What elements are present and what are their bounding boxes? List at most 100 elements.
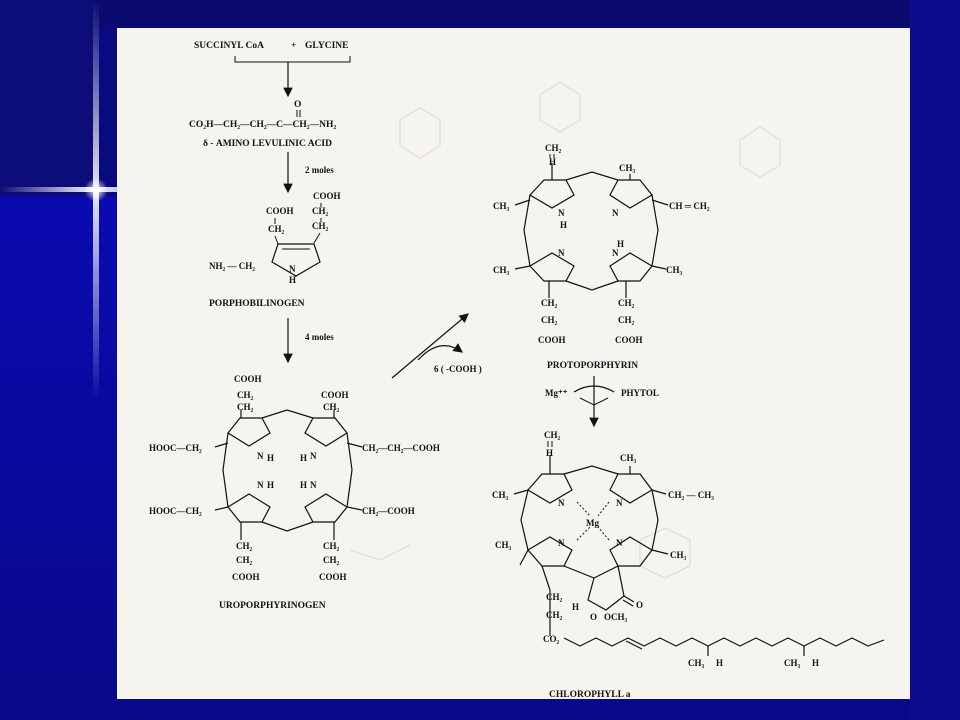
uro-ch2-1: CH₂ xyxy=(237,390,254,400)
proto-ch3-left-lower: CH₃ xyxy=(493,265,510,275)
step-4-moles: 4 moles xyxy=(305,332,334,342)
uro-n-4: N xyxy=(310,480,317,490)
chl-ch3-top: CH₃ xyxy=(620,453,637,463)
uro-ch2-4: CH₂ xyxy=(236,541,253,551)
chl-phytol-h-1: H xyxy=(716,658,723,668)
chl-n-3: N xyxy=(558,538,565,548)
chl-phytol-ch3-1: CH₃ xyxy=(688,658,705,668)
chl-n-2: N xyxy=(616,498,623,508)
proto-n-2: N xyxy=(612,208,619,218)
proto-ch3-right-lower: CH₃ xyxy=(666,265,683,275)
chl-ch3-left: CH₃ xyxy=(492,490,509,500)
proto-vinyl-ch2: CH₂ xyxy=(545,143,562,153)
chl-vinyl-ch2: CH₂ xyxy=(544,430,561,440)
decarboxylation-label: 6 ( -COOH ) xyxy=(434,364,482,374)
chl-phytol-h-2: H xyxy=(812,658,819,668)
proto-ch2-3: CH₂ xyxy=(618,298,635,308)
decarboxylation-step: 6 ( -COOH ) xyxy=(391,313,482,379)
pbg-ch2-right-lower: CH₂ xyxy=(312,221,329,231)
proto-n-4: N xyxy=(612,248,619,258)
proto-n-1: N xyxy=(558,208,565,218)
succinyl-coa-label: SUCCINYL CoA xyxy=(194,41,264,51)
uro-cooh-3: COOH xyxy=(232,572,260,582)
chlorophyll-structure xyxy=(513,455,885,656)
pbg-nitrogen: N xyxy=(289,264,296,274)
uro-n-1: N xyxy=(257,451,264,461)
chl-ch2-2: CH₂ xyxy=(546,610,563,620)
chl-n-1: N xyxy=(558,498,565,508)
plus-sign: + xyxy=(291,41,296,51)
chlorophyll-labels: CH₂ H CH₃ CH₃ CH₂ — CH₃ N N Mg N N CH₃ C… xyxy=(492,430,819,699)
chl-phytol-ch3-2: CH₃ xyxy=(784,658,801,668)
proto-nh-2: H xyxy=(617,239,624,249)
proto-ch3-top: CH₃ xyxy=(619,163,636,173)
chlorophyll-biosynthesis-diagram: SUCCINYL CoA + GLYCINE O CO₂H—CH₂—CH₂—C—… xyxy=(149,41,885,699)
uro-h-1: H xyxy=(267,453,274,463)
proto-n-3: N xyxy=(558,248,565,258)
proto-vinyl-right: CH ═ CH₂ xyxy=(669,201,710,211)
uro-cooh-4: COOH xyxy=(319,572,347,582)
chl-h-c10: H xyxy=(572,602,579,612)
protoporphyrin-labels: CH₂ H CH₃ CH₃ CH ═ CH₂ N H N N N H CH₃ C… xyxy=(493,143,710,371)
chl-ch2-1: CH₂ xyxy=(546,592,563,602)
uro-h-2: H xyxy=(300,453,307,463)
pbg-nh-hydrogen: H xyxy=(289,275,296,285)
glycine-label: GLYCINE xyxy=(305,41,348,51)
uro-h-4: H xyxy=(300,480,307,490)
pbg-cooh-right: COOH xyxy=(313,191,341,201)
chlorophyll-name: CHLOROPHYLL a xyxy=(549,690,631,699)
pbg-ch2-left: CH₂ xyxy=(268,224,285,234)
uroporphyrinogen-structure xyxy=(214,409,363,540)
scanned-page: SUCCINYL CoA + GLYCINE O CO₂H—CH₂—CH₂—C—… xyxy=(117,28,910,699)
uro-cooh-1: COOH xyxy=(234,374,262,384)
uro-hooc-ch2-lower: HOOC—CH₂ xyxy=(149,506,202,516)
chl-ester-och3: OCH₃ xyxy=(604,612,628,622)
proto-nh-1: H xyxy=(560,220,567,230)
uro-ch2-5: CH₂ xyxy=(236,555,253,565)
chl-mg-center: Mg xyxy=(586,518,599,528)
uro-ch2-6: CH₂ xyxy=(323,541,340,551)
proto-ch2-4: CH₂ xyxy=(618,315,635,325)
pbg-cooh-left: COOH xyxy=(266,206,294,216)
lens-flare-horizontal xyxy=(0,187,230,192)
substrates-line: SUCCINYL CoA + GLYCINE xyxy=(194,41,351,63)
uroporphyrinogen-name: UROPORPHYRINOGEN xyxy=(219,601,326,611)
porphobilinogen-structure: COOH COOH CH₂ CH₂ CH₂ NH₂ — CH₂ N H PORP… xyxy=(209,191,341,309)
lens-flare-star xyxy=(84,178,108,202)
chl-ethyl: CH₂ — CH₃ xyxy=(668,490,714,500)
proto-ch3-left-upper: CH₃ xyxy=(493,201,510,211)
uro-n-3: N xyxy=(257,480,264,490)
slide-right-margin xyxy=(910,0,960,720)
chl-vinyl-ch: H xyxy=(546,448,553,458)
proto-cooh-2: COOH xyxy=(615,335,643,345)
uro-ch2-cooh: CH₂—COOH xyxy=(362,506,415,516)
proto-cooh-1: COOH xyxy=(538,335,566,345)
step-2-moles: 2 moles xyxy=(305,165,334,175)
ala-structure: O CO₂H—CH₂—CH₂—C—CH₂—NH₂ δ - AMINO LEVUL… xyxy=(189,100,336,149)
porphobilinogen-name: PORPHOBILINOGEN xyxy=(209,299,305,309)
uro-ch2-2: CH₂ xyxy=(237,402,254,412)
uro-n-2: N xyxy=(310,451,317,461)
uroporphyrinogen-labels: COOH CH₂ CH₂ COOH CH₂ HOOC—CH₂ CH₂—CH₂—C… xyxy=(149,374,440,611)
mg-ion-label: Mg⁺⁺ xyxy=(545,388,568,398)
chl-keto-o: O xyxy=(636,600,643,610)
uro-ch2-3: CH₂ xyxy=(323,402,340,412)
pbg-aminomethyl: NH₂ — CH₂ xyxy=(209,261,255,271)
pbg-ch2-right-upper: CH₂ xyxy=(312,206,329,216)
chl-ester-carbonyl-o: O xyxy=(590,612,597,622)
ala-formula: CO₂H—CH₂—CH₂—C—CH₂—NH₂ xyxy=(189,120,336,130)
protoporphyrin-structure xyxy=(514,163,669,298)
magnesium-phytol-step: Mg⁺⁺ PHYTOL xyxy=(545,376,659,428)
chl-n-4: N xyxy=(616,538,623,548)
proto-ch2-1: CH₂ xyxy=(541,298,558,308)
chl-co2: CO₂ xyxy=(543,634,560,644)
proto-ch2-2: CH₂ xyxy=(541,315,558,325)
uro-h-3: H xyxy=(267,480,274,490)
uro-hooc-ch2-upper: HOOC—CH₂ xyxy=(149,443,202,453)
uro-cooh-2: COOH xyxy=(321,390,349,400)
phytol-label: PHYTOL xyxy=(621,388,659,398)
chl-ch3-lower-left: CH₃ xyxy=(495,540,512,550)
slide-top-band xyxy=(0,0,960,26)
uro-ch2-7: CH₂ xyxy=(323,555,340,565)
protoporphyrin-name: PROTOPORPHYRIN xyxy=(547,361,638,371)
